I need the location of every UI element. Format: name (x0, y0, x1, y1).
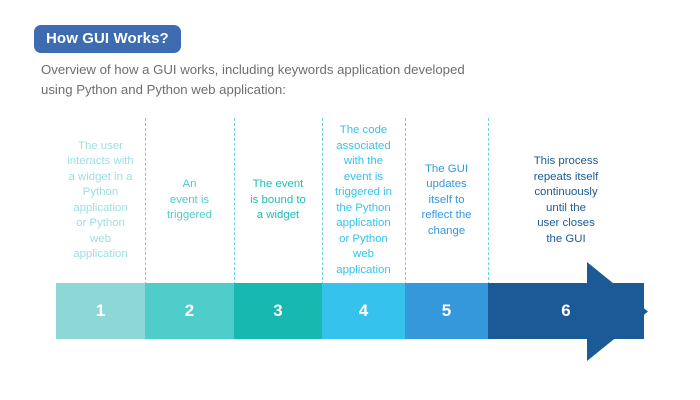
step-description-4: The code associated with the event is tr… (335, 124, 392, 276)
process-arrow-bar: 1 2 3 4 5 6 (56, 283, 644, 339)
process-arrow-diagram: The user interacts with a widget in a Py… (56, 118, 648, 361)
step-description-5: The GUI updates itself to reflect the ch… (421, 162, 472, 237)
step-column-4: The code associated with the event is tr… (322, 118, 405, 285)
step-segment-1: 1 (56, 283, 145, 339)
step-description-6: This process repeats itself continuously… (533, 155, 599, 245)
step-description-3: The event is bound to a widget (250, 178, 306, 222)
step-segment-4: 4 (322, 283, 405, 339)
page-title-badge: How GUI Works? (34, 25, 181, 53)
step-column-1: The user interacts with a widget in a Py… (56, 118, 145, 283)
step-description-2: An event is triggered (167, 178, 212, 222)
step-column-5: The GUI updates itself to reflect the ch… (405, 118, 488, 285)
step-segment-5: 5 (405, 283, 488, 339)
step-column-6: This process repeats itself continuously… (488, 118, 644, 285)
step-column-2: An event is triggered (145, 118, 234, 285)
arrow-head-icon (587, 262, 648, 361)
page-subtitle: Overview of how a GUI works, including k… (41, 62, 465, 97)
step-column-3: The event is bound to a widget (234, 118, 322, 285)
step-description-columns: The user interacts with a widget in a Py… (56, 118, 598, 285)
step-segment-3: 3 (234, 283, 322, 339)
step-segment-2: 2 (145, 283, 234, 339)
step-description-1: The user interacts with a widget in a Py… (67, 139, 134, 261)
